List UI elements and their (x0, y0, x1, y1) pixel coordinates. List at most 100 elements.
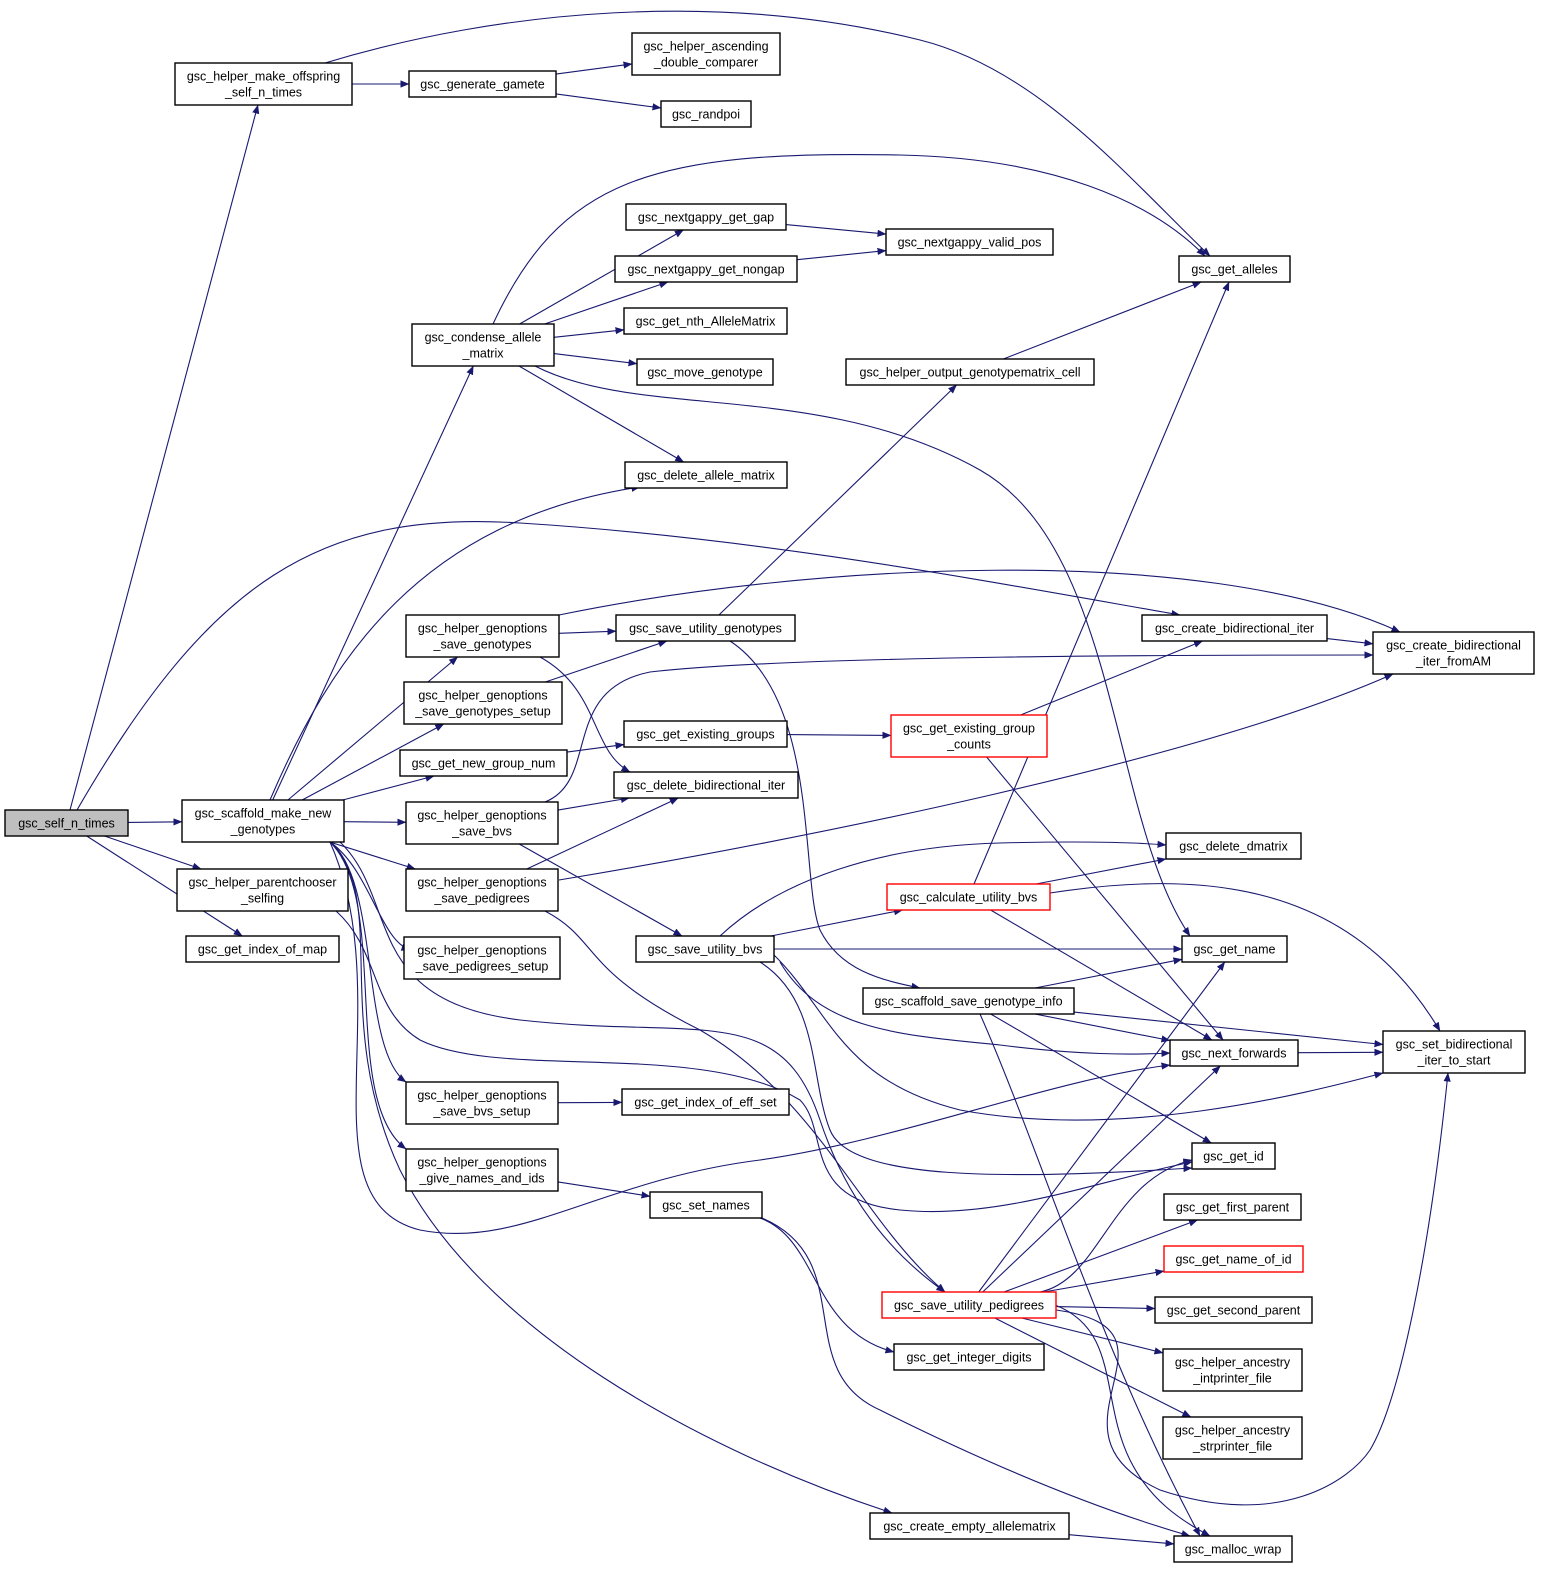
node-label: gsc_scaffold_save_genotype_info (874, 995, 1062, 1009)
node-box (405, 614, 560, 658)
node-label: gsc_get_alleles (1191, 263, 1277, 277)
node-label: gsc_get_second_parent (1167, 1304, 1301, 1318)
function-node[interactable]: gsc_nextgappy_get_gap (625, 203, 787, 231)
function-node[interactable]: gsc_helper_ancestry _strprinter_file (1162, 1416, 1303, 1460)
function-node[interactable]: gsc_move_genotype (636, 358, 774, 386)
function-node[interactable]: gsc_get_new_group_num (399, 749, 568, 777)
node-box (181, 799, 345, 843)
edge-n47-n16 (979, 1013, 1201, 1537)
node-label: gsc_helper_ascending (643, 40, 768, 54)
function-node[interactable]: gsc_get_index_of_eff_set (621, 1088, 790, 1116)
function-node[interactable]: gsc_helper_genoptions_give_names_and_ids (405, 1148, 559, 1192)
edge-n0-n48 (104, 835, 202, 870)
node-label: gsc_set_names (662, 1199, 750, 1213)
function-node[interactable]: gsc_delete_allele_matrix (624, 461, 788, 489)
function-node[interactable]: gsc_helper_genoptions_save_pedigrees_set… (403, 936, 561, 980)
node-box (636, 358, 774, 386)
edge-n7-n12 (553, 353, 638, 367)
function-node[interactable]: gsc_get_existing_group_counts (890, 714, 1048, 758)
function-node[interactable]: gsc_save_utility_pedigrees (881, 1291, 1057, 1319)
function-node[interactable]: gsc_helper_output_genotypematrix_cell (845, 358, 1095, 386)
function-node[interactable]: gsc_delete_dmatrix (1165, 832, 1302, 860)
node-box (869, 1512, 1070, 1540)
function-node[interactable]: gsc_helper_genoptions_save_genotypes_set… (403, 681, 563, 725)
function-node[interactable]: gsc_helper_genoptions_save_pedigrees (405, 868, 559, 912)
node-label: gsc_helper_ancestry (1175, 1424, 1291, 1438)
function-node[interactable]: gsc_get_integer_digits (893, 1343, 1045, 1371)
function-node[interactable]: gsc_generate_gamete (408, 70, 557, 98)
node-box (635, 935, 775, 963)
function-node[interactable]: gsc_helper_make_offspring_self_n_times (174, 62, 353, 106)
edge-n18-n19 (718, 384, 957, 616)
function-node[interactable]: gsc_create_bidirectional_iter (1141, 614, 1328, 642)
function-node[interactable]: gsc_malloc_wrap (1173, 1535, 1293, 1563)
node-box (403, 936, 561, 980)
node-label: _save_pedigrees_setup (415, 960, 549, 974)
function-node[interactable]: gsc_get_first_parent (1163, 1193, 1302, 1221)
function-node[interactable]: gsc_helper_ancestry_intprinter_file (1162, 1348, 1303, 1392)
edge-n23-n18 (545, 640, 668, 683)
function-node[interactable]: gsc_delete_bidirectional_iter (613, 771, 799, 799)
function-node[interactable]: gsc_set_bidirectional_iter_to_start (1382, 1030, 1526, 1074)
edge-n7-n9 (544, 281, 669, 325)
edge-n34-n21 (558, 673, 1394, 881)
node-box (1178, 255, 1291, 283)
node-box (405, 801, 559, 845)
edge-n17-n22 (539, 656, 631, 773)
node-label: gsc_generate_gamete (420, 78, 544, 92)
function-node[interactable]: gsc_nextgappy_valid_pos (885, 228, 1054, 256)
function-node[interactable]: gsc_scaffold_make_new_genotypes (181, 799, 345, 843)
node-box (885, 228, 1054, 256)
function-node[interactable]: gsc_create_bidirectional_iter_fromAM (1372, 631, 1535, 675)
function-node[interactable]: gsc_get_alleles (1178, 255, 1291, 283)
edge-n6-n23 (301, 723, 445, 801)
node-box (1191, 1142, 1276, 1170)
node-box (403, 681, 563, 725)
function-node[interactable]: gsc_get_nth_AlleleMatrix (623, 307, 788, 335)
function-node[interactable]: gsc_helper_genoptions_save_genotypes (405, 614, 560, 658)
function-node[interactable]: gsc_get_second_parent (1154, 1296, 1313, 1324)
function-node[interactable]: gsc_nextgappy_get_nongap (614, 255, 798, 283)
edge-n6-n24 (342, 774, 435, 801)
edge-n6-n28 (343, 818, 407, 826)
edge-n0-n20 (76, 520, 1181, 811)
node-label: gsc_get_new_group_num (412, 757, 556, 771)
function-node[interactable]: gsc_create_empty_allelematrix (869, 1512, 1070, 1540)
function-node[interactable]: gsc_save_utility_bvs (635, 935, 775, 963)
function-node[interactable]: gsc_calculate_utility_bvs (886, 883, 1051, 911)
node-label: gsc_create_bidirectional_iter (1155, 622, 1314, 636)
node-label: gsc_self_n_times (18, 817, 115, 831)
node-label: gsc_delete_bidirectional_iter (627, 779, 785, 793)
edge-n29-n30 (770, 908, 904, 937)
function-node[interactable]: gsc_get_name (1181, 935, 1288, 963)
node-label: gsc_create_bidirectional (1386, 639, 1521, 653)
node-box (1163, 1193, 1302, 1221)
function-node[interactable]: gsc_next_forwards (1169, 1039, 1299, 1067)
node-label: gsc_condense_allele (425, 331, 542, 345)
function-node[interactable]: gsc_scaffold_save_genotype_info (862, 987, 1075, 1015)
edge-n6-n17 (287, 656, 458, 801)
function-node[interactable]: gsc_helper_parentchooser_selfing (176, 868, 349, 912)
node-box (411, 323, 555, 367)
node-label: gsc_get_integer_digits (906, 1351, 1031, 1365)
edge-n8-n10 (785, 224, 887, 237)
node-label: _strprinter_file (1192, 1440, 1272, 1454)
function-node[interactable]: gsc_set_names (649, 1191, 763, 1219)
function-node[interactable]: gsc_get_existing_groups (623, 720, 788, 748)
function-node[interactable]: gsc_get_name_of_id (1163, 1245, 1304, 1273)
function-node[interactable]: gsc_randpoi (660, 100, 752, 128)
node-box (660, 100, 752, 128)
function-node[interactable]: gsc_helper_genoptions_save_bvs_setup (405, 1081, 559, 1125)
edge-n35-n38 (1055, 1304, 1156, 1312)
function-node[interactable]: gsc_save_utility_genotypes (615, 614, 796, 642)
function-node[interactable]: gsc_condense_allele_matrix (411, 323, 555, 367)
node-label: _save_pedigrees (433, 892, 529, 906)
function-node[interactable]: gsc_helper_genoptions_save_bvs (405, 801, 559, 845)
root-function-node[interactable]: gsc_self_n_times (4, 809, 129, 837)
function-node[interactable]: gsc_get_index_of_map (185, 935, 340, 963)
node-label: _selfing (240, 892, 284, 906)
function-node[interactable]: gsc_get_id (1191, 1142, 1276, 1170)
edge-n44-n45 (557, 1181, 651, 1199)
function-node[interactable]: gsc_helper_ascending_double_comparer (631, 32, 781, 76)
node-box (1141, 614, 1328, 642)
